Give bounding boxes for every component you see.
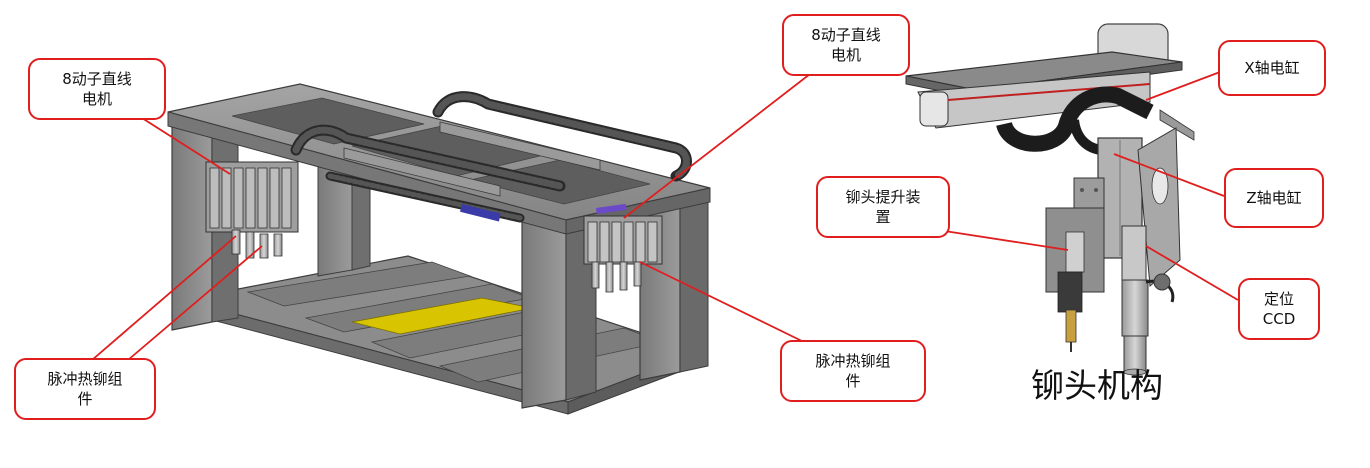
leader-mid-pulse (639, 261, 809, 345)
positioning-ccd (1121, 225, 1147, 281)
leader-lift (937, 229, 1069, 251)
leader-mid-motor (623, 73, 811, 219)
callout-left-linear-motor: 8动子直线 电机 (28, 58, 166, 120)
right-rivet-assembly (583, 215, 663, 293)
leader-lines (91, 71, 1239, 361)
leader-z-axis (1113, 153, 1225, 197)
cable-loop (996, 86, 1154, 152)
callout-x-axis-cylinder: X轴电缸 (1218, 40, 1326, 96)
callout-left-pulse-rivet-assembly: 脉冲热铆组 件 (14, 358, 156, 420)
callout-rivet-lift-device: 铆头提升装 置 (816, 176, 950, 238)
callout-z-axis-cylinder: Z轴电缸 (1224, 168, 1324, 228)
callout-mid-pulse-rivet-assembly: 脉冲热铆组 件 (780, 340, 926, 402)
gantry-machine-illustration (167, 83, 711, 415)
leader-ccd (1145, 245, 1239, 301)
mechanism-caption: 铆头机构 (1031, 366, 1163, 405)
leader-left-motor (141, 117, 231, 175)
leader-left-pulse-2 (127, 245, 263, 361)
leader-left-pulse-1 (91, 235, 237, 361)
left-rivet-assembly (205, 161, 299, 259)
leader-x-axis (1145, 71, 1221, 101)
callout-mid-linear-motor: 8动子直线 电机 (782, 14, 910, 76)
callout-positioning-ccd: 定位 CCD (1238, 278, 1320, 340)
rivet-head-mechanism-illustration (905, 23, 1195, 376)
